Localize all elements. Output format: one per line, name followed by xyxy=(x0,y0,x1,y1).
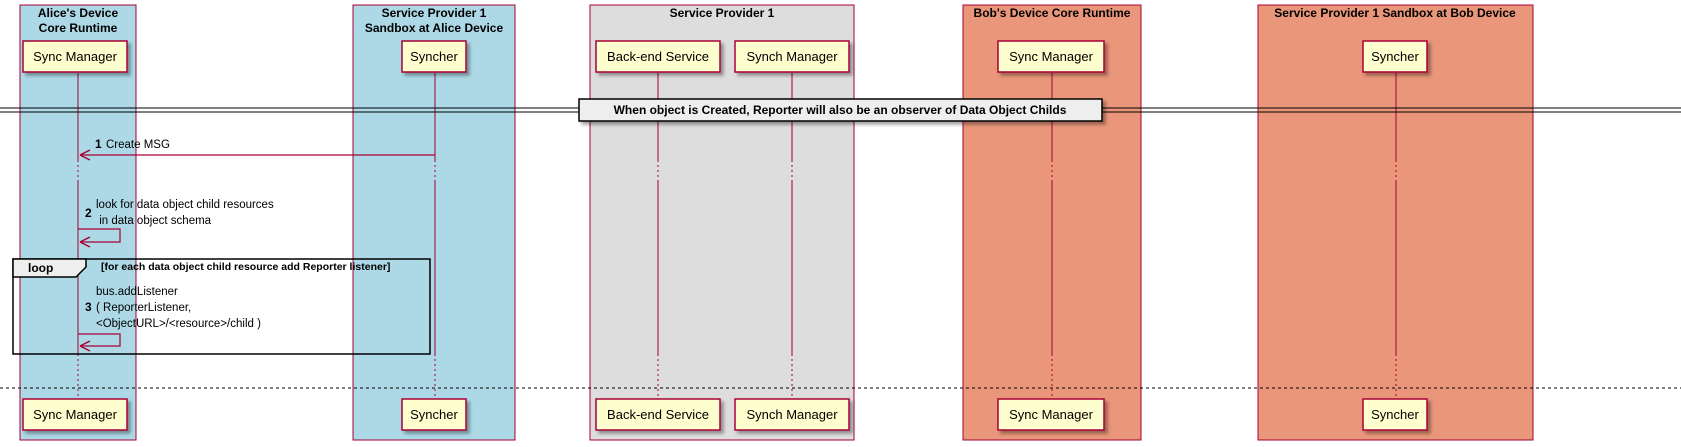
message-3: 3 bus.addListener ( ReporterListener, <O… xyxy=(78,286,261,352)
participant-label: Syncher xyxy=(1371,49,1419,64)
loop-fragment: loop [for each data object child resourc… xyxy=(12,258,431,355)
participant-syncher-bob-top[interactable]: Syncher xyxy=(1362,40,1428,73)
participant-label: Synch Manager xyxy=(746,407,838,422)
participant-label: Sync Manager xyxy=(33,407,117,422)
participant-label: Syncher xyxy=(1371,407,1419,422)
box-title-line: Bob's Device Core Runtime xyxy=(974,6,1131,20)
message-number: 1 xyxy=(95,137,102,151)
participant-label: Back-end Service xyxy=(607,49,709,64)
loop-keyword: loop xyxy=(28,261,53,275)
participant-sync-manager-alice-top[interactable]: Sync Manager xyxy=(22,40,128,73)
box-title-line: Service Provider 1 xyxy=(670,6,775,20)
participant-label: Syncher xyxy=(410,49,458,64)
box-title-line: Service Provider 1 xyxy=(382,6,487,20)
participant-back-end-service-bottom[interactable]: Back-end Service xyxy=(595,398,721,431)
box-title-line: Sandbox at Alice Device xyxy=(365,21,504,35)
participant-synch-manager-bottom[interactable]: Synch Manager xyxy=(734,398,850,431)
message-1: 1 Create MSG xyxy=(79,137,435,161)
participant-syncher-bob-bottom[interactable]: Syncher xyxy=(1362,398,1428,431)
participant-sync-manager-bob-top[interactable]: Sync Manager xyxy=(997,40,1105,73)
participant-label: Synch Manager xyxy=(746,49,838,64)
message-text: <ObjectURL>/<resource>/child ) xyxy=(96,318,261,330)
message-text: ( ReporterListener, xyxy=(96,302,191,314)
participant-label: Syncher xyxy=(410,407,458,422)
participant-sync-manager-alice-bottom[interactable]: Sync Manager xyxy=(22,398,128,431)
message-number: 3 xyxy=(85,300,92,314)
message-2: 2 look for data object child resources i… xyxy=(78,199,274,248)
message-text: in data object schema xyxy=(96,215,212,227)
participant-back-end-service-top[interactable]: Back-end Service xyxy=(595,40,721,73)
participant-syncher-alice-top[interactable]: Syncher xyxy=(401,40,467,73)
message-text: Create MSG xyxy=(106,139,170,151)
box-title-line: Alice's Device xyxy=(38,6,119,20)
participant-synch-manager-top[interactable]: Synch Manager xyxy=(734,40,850,73)
message-text: bus.addListener xyxy=(96,286,178,298)
box-title-line: Core Runtime xyxy=(39,21,118,35)
divider: When object is Created, Reporter will al… xyxy=(0,98,1681,122)
lifelines xyxy=(77,73,1397,400)
participant-syncher-alice-bottom[interactable]: Syncher xyxy=(401,398,467,431)
box-sp1-sandbox-alice: Service Provider 1 Sandbox at Alice Devi… xyxy=(352,4,516,441)
message-text: look for data object child resources xyxy=(96,199,274,211)
participant-label: Sync Manager xyxy=(33,49,117,64)
box-title-line: Service Provider 1 Sandbox at Bob Device xyxy=(1274,6,1516,20)
participant-label: Back-end Service xyxy=(607,407,709,422)
divider-label: When object is Created, Reporter will al… xyxy=(614,103,1067,117)
participant-sync-manager-bob-bottom[interactable]: Sync Manager xyxy=(997,398,1105,431)
participant-label: Sync Manager xyxy=(1009,407,1093,422)
participant-label: Sync Manager xyxy=(1009,49,1093,64)
loop-condition: [for each data object child resource add… xyxy=(101,261,390,273)
box-service-provider-1: Service Provider 1 xyxy=(589,4,855,441)
message-number: 2 xyxy=(85,206,92,220)
